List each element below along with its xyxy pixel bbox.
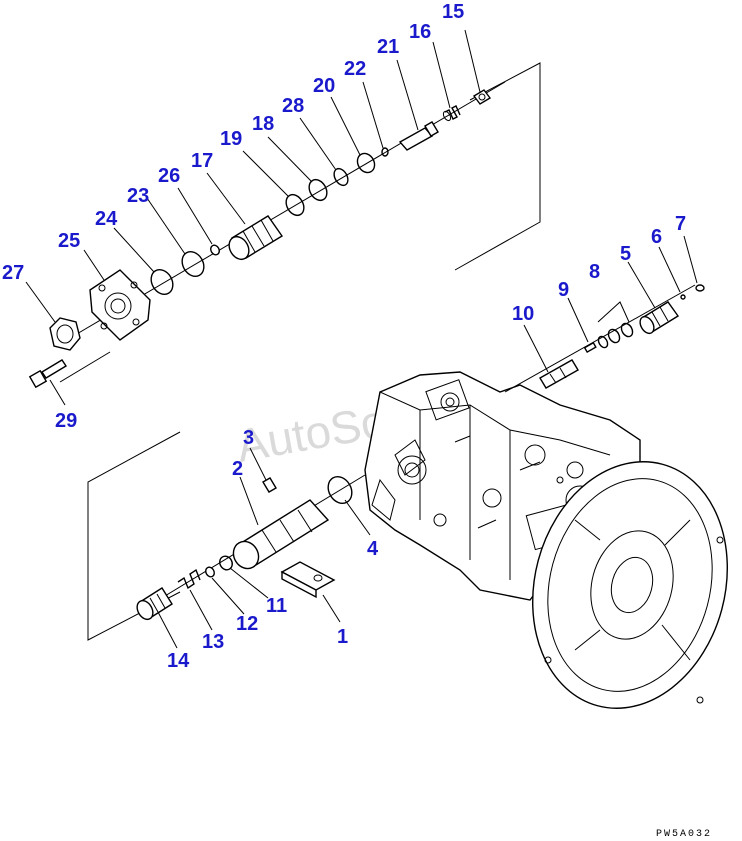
part-9-pin — [583, 341, 597, 354]
part-22-ball — [381, 147, 389, 157]
part-1-block — [280, 561, 336, 599]
callout-13: 13 — [202, 631, 224, 653]
callout-8: 8 — [589, 261, 600, 283]
callout-10: 10 — [512, 303, 534, 325]
part-21-piston — [398, 121, 439, 151]
part-27-nut — [49, 317, 81, 351]
callout-3: 3 — [243, 427, 254, 449]
callout-29: 29 — [55, 410, 77, 432]
callout-28: 28 — [282, 95, 304, 117]
callout-19: 19 — [220, 128, 242, 150]
part-8-ring-b — [607, 328, 621, 344]
callout-7: 7 — [675, 213, 686, 235]
part-20-ring — [356, 152, 376, 174]
part-8-bracket — [597, 301, 630, 323]
callout-11: 11 — [266, 595, 287, 617]
part-13-spring — [177, 568, 201, 590]
callout-22: 22 — [344, 58, 366, 80]
callout-14: 14 — [167, 650, 190, 672]
callout-20: 20 — [313, 75, 335, 97]
part-7-plug — [695, 284, 705, 292]
callout-5: 5 — [620, 243, 631, 265]
leader-lines — [25, 29, 698, 649]
callout-2: 2 — [232, 458, 243, 480]
part-12-seat — [205, 566, 215, 578]
part-19-ring — [285, 193, 305, 217]
main-pump-assembly — [364, 371, 728, 709]
part-28-ring — [333, 167, 349, 187]
part-18-ring — [308, 178, 328, 202]
part-26-plug — [210, 244, 220, 256]
callout-27: 27 — [2, 262, 24, 284]
callout-17: 17 — [191, 150, 213, 172]
callout-25: 25 — [58, 230, 80, 252]
callout-18: 18 — [252, 113, 274, 135]
part-14-plug — [136, 587, 173, 621]
drawing-code: PW5A032 — [656, 829, 712, 840]
part-2-sleeve — [232, 499, 330, 570]
part-10-spool — [539, 359, 579, 389]
callout-4: 4 — [367, 538, 379, 560]
lower-bracket-frame — [87, 431, 181, 641]
callout-24: 24 — [95, 208, 118, 230]
callout-9: 9 — [558, 279, 569, 301]
part-5-plug — [639, 301, 680, 335]
part-11-ring — [219, 555, 233, 571]
callout-15: 15 — [442, 1, 464, 23]
part-16-spring — [442, 105, 461, 122]
part-6-ball — [680, 294, 686, 300]
part-25-cover — [89, 269, 151, 341]
part-17-sleeve — [228, 215, 284, 261]
callout-labels: 1 2 3 4 5 6 7 8 9 10 11 12 13 14 15 16 1… — [2, 1, 686, 672]
right-center-axis — [504, 284, 696, 393]
callout-16: 16 — [409, 21, 431, 43]
upper-bracket-frame — [454, 62, 541, 271]
part-15-plug — [472, 89, 492, 105]
callout-6: 6 — [651, 226, 662, 248]
callout-23: 23 — [127, 185, 149, 207]
callout-1: 1 — [337, 626, 348, 648]
part-29-bolt — [28, 359, 67, 389]
part-8-ring-a — [620, 322, 634, 338]
part-8-ring-c — [597, 335, 609, 349]
callout-12: 12 — [236, 613, 258, 635]
bolt-axis — [59, 351, 111, 383]
part-23-ring — [181, 250, 205, 278]
callout-21: 21 — [377, 36, 399, 58]
callout-26: 26 — [158, 165, 180, 187]
part-3-pin — [262, 477, 277, 493]
part-24-ring — [150, 268, 174, 296]
